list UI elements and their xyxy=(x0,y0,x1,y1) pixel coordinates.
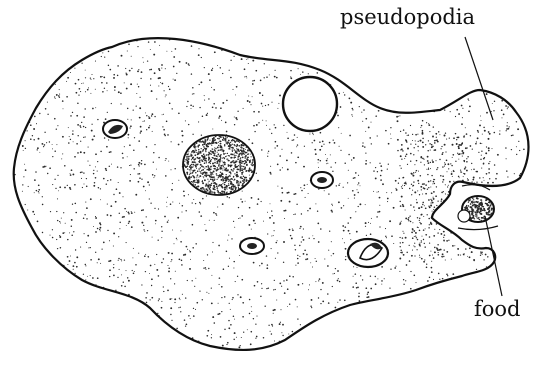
amoeba-cell-membrane xyxy=(14,38,529,350)
contractile-vacuole xyxy=(283,77,337,131)
food-label: food xyxy=(474,297,521,321)
food-particle xyxy=(458,185,498,230)
food-vacuole xyxy=(311,172,333,188)
cytoplasm-stipple xyxy=(9,29,533,355)
pseudopodia-leader-line xyxy=(465,37,493,120)
food-vacuole xyxy=(348,239,388,267)
food-vacuole xyxy=(103,120,127,138)
nucleus xyxy=(183,135,255,195)
food-vacuole xyxy=(240,238,264,254)
food-leader-line xyxy=(485,216,502,296)
pseudopodia-label: pseudopodia xyxy=(340,5,475,29)
